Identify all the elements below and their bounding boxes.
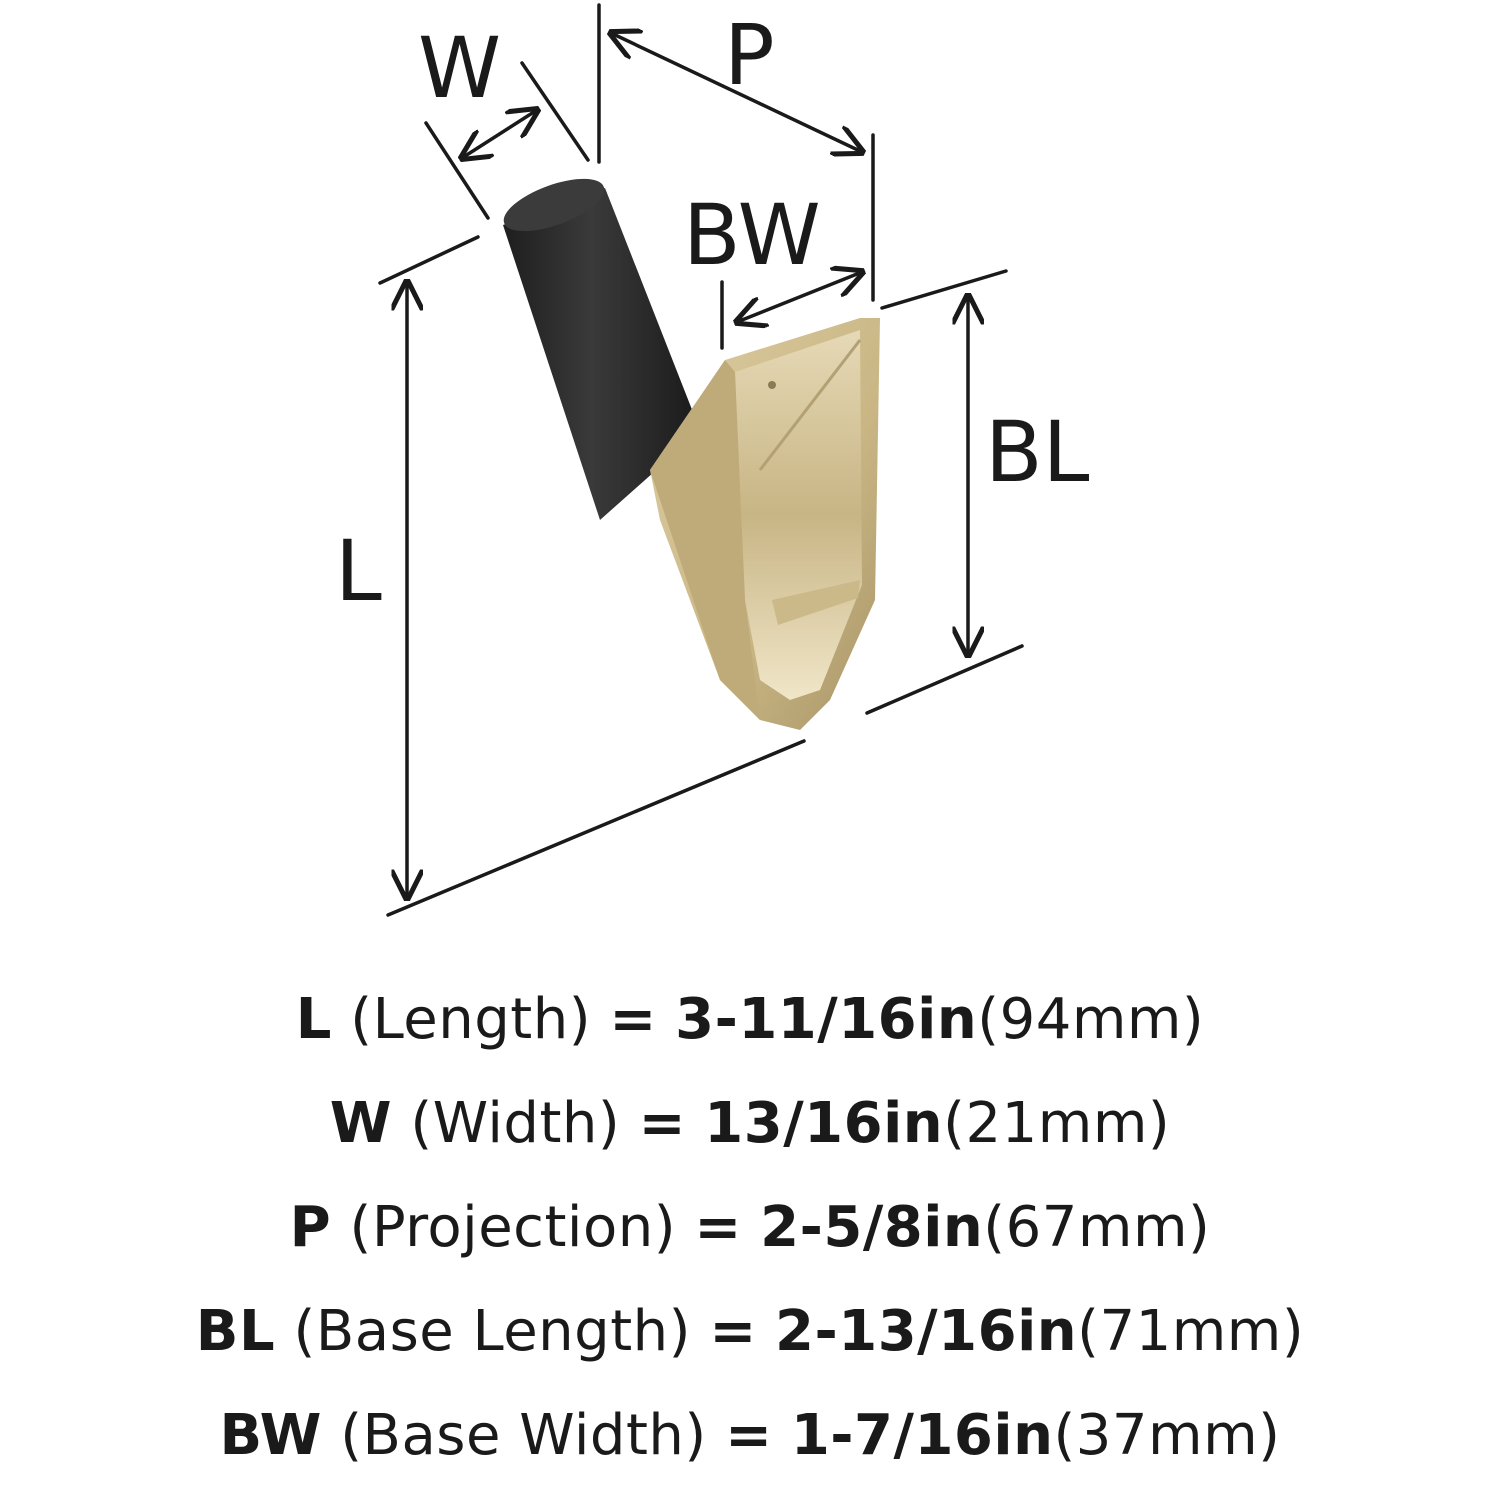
l-extension-top	[378, 235, 480, 285]
spec-abbr: L	[295, 987, 332, 1052]
spec-imperial: 13/16in	[704, 1091, 944, 1156]
spec-imperial: 3-11/16in	[675, 987, 978, 1052]
spec-metric: (67mm)	[983, 1195, 1211, 1260]
w-label: W	[418, 19, 501, 117]
spec-equals: =	[609, 987, 657, 1052]
bl-extension-bottom	[865, 644, 1024, 715]
spec-line-projection: P (Projection) = 2-5/8in(67mm)	[0, 1176, 1500, 1280]
p-label: P	[724, 6, 775, 104]
spec-line-base-length: BL (Base Length) = 2-13/16in(71mm)	[0, 1280, 1500, 1384]
spec-name: (Length)	[350, 987, 592, 1052]
spec-name: (Base Width)	[340, 1403, 707, 1468]
w-extension-left	[424, 121, 490, 220]
spec-metric: (94mm)	[977, 987, 1205, 1052]
p-dimension-arrow	[611, 33, 862, 152]
dimension-specs: L (Length) = 3-11/16in(94mm) W (Width) =…	[0, 968, 1500, 1488]
spec-line-length: L (Length) = 3-11/16in(94mm)	[0, 968, 1500, 1072]
spec-name: (Base Length)	[293, 1299, 691, 1364]
spec-abbr: BW	[219, 1403, 322, 1468]
w-extension-right	[520, 61, 590, 162]
spec-metric: (71mm)	[1077, 1299, 1305, 1364]
l-extension-bottom	[386, 739, 806, 917]
spec-equals: =	[709, 1299, 757, 1364]
spec-equals: =	[638, 1091, 686, 1156]
spec-equals: =	[694, 1195, 742, 1260]
w-dimension-arrow	[462, 110, 537, 158]
bl-label: BL	[985, 403, 1090, 501]
spec-metric: (37mm)	[1053, 1403, 1281, 1468]
spec-imperial: 2-13/16in	[775, 1299, 1078, 1364]
hook-base	[650, 318, 880, 730]
spec-name: (Projection)	[349, 1195, 677, 1260]
spec-line-base-width: BW (Base Width) = 1-7/16in(37mm)	[0, 1384, 1500, 1488]
spec-metric: (21mm)	[943, 1091, 1171, 1156]
l-label: L	[335, 522, 382, 620]
spec-abbr: P	[289, 1195, 332, 1260]
spec-imperial: 1-7/16in	[790, 1403, 1054, 1468]
spec-name: (Width)	[410, 1091, 621, 1156]
bw-dimension-arrow	[737, 272, 862, 322]
spec-abbr: W	[329, 1091, 393, 1156]
bw-label: BW	[683, 186, 821, 284]
spec-imperial: 2-5/8in	[760, 1195, 984, 1260]
spec-abbr: BL	[195, 1299, 276, 1364]
hook-post	[503, 178, 700, 520]
bl-extension-top	[880, 269, 1008, 310]
spec-line-width: W (Width) = 13/16in(21mm)	[0, 1072, 1500, 1176]
spec-equals: =	[725, 1403, 773, 1468]
dimension-diagram: W P BW BL L	[335, 3, 1090, 917]
